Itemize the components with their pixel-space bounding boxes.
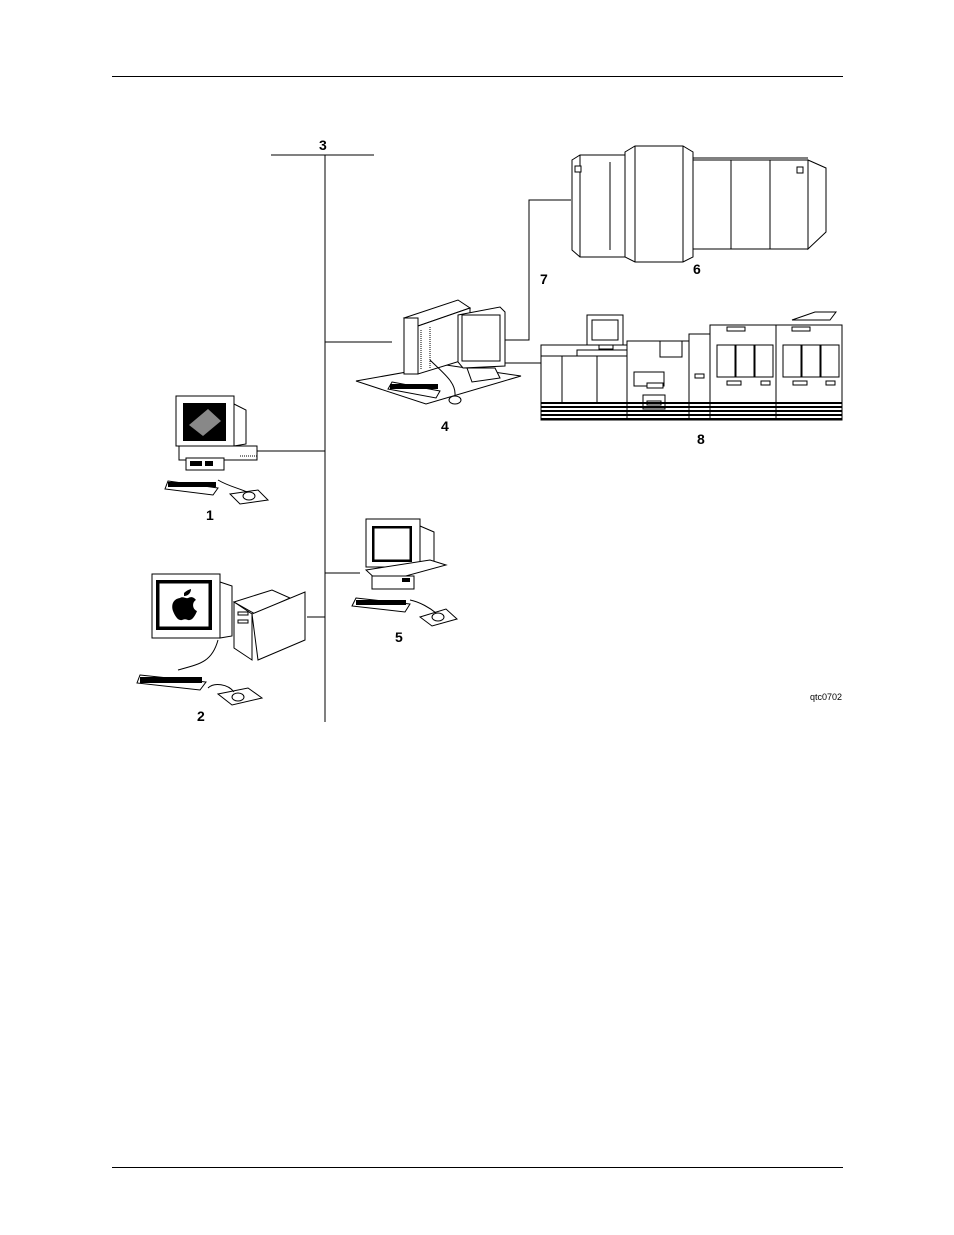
print-server-icon xyxy=(356,300,521,404)
label-printer-production: 8 xyxy=(697,431,705,447)
workstation-pc-icon xyxy=(165,396,268,504)
connection-line-printer-6 xyxy=(505,200,571,340)
workstation-pc2-icon xyxy=(352,519,457,626)
label-network: 3 xyxy=(319,137,327,153)
figure-ref: qtc0702 xyxy=(810,692,842,702)
label-workstation-mac: 2 xyxy=(197,708,205,724)
workstation-mac-icon xyxy=(137,574,305,705)
label-print-server: 4 xyxy=(441,418,449,434)
printer-production-icon xyxy=(541,312,842,420)
label-printer-large: 6 xyxy=(693,261,701,277)
label-workstation-pc: 1 xyxy=(206,507,214,523)
label-workstation-pc2: 5 xyxy=(395,629,403,645)
label-connection: 7 xyxy=(540,271,548,287)
printer-large-icon xyxy=(572,146,826,262)
